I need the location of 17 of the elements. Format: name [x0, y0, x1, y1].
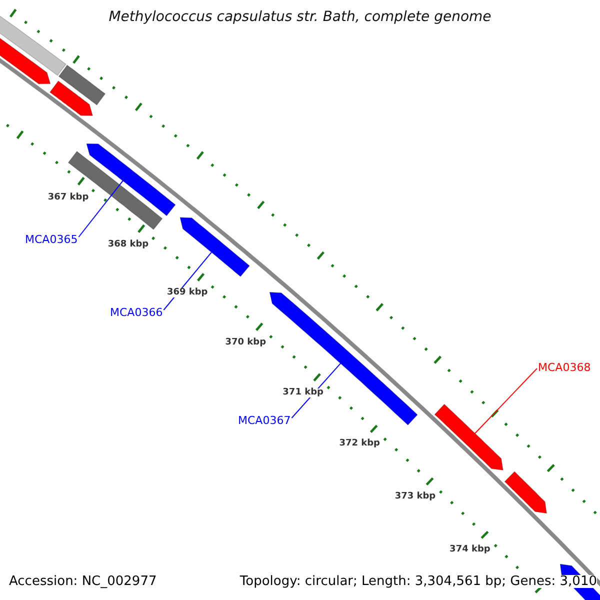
genome-info-text: Topology: circular; Length: 3,304,561 bp; Genes: 3,010: [240, 575, 597, 588]
scale-label: 369 kbp: [166, 288, 208, 298]
scale-label: 368 kbp: [108, 240, 149, 250]
scale-label: 371 kbp: [282, 388, 324, 398]
gene-feature: [434, 404, 504, 470]
scale-label: 374 kbp: [450, 545, 490, 554]
gene-label: MCA0367: [238, 415, 291, 426]
gene-label: MCA0365: [25, 234, 78, 245]
gene-label: MCA0368: [538, 362, 591, 373]
leader-line: [78, 180, 124, 238]
gene-label: MCA0366: [110, 307, 163, 318]
scale-label: 372 kbp: [339, 440, 380, 449]
title: Methylococcus capsulatus str. Bath, complete genome: [108, 10, 492, 24]
leader-line: [474, 368, 538, 434]
accession-text: Accession: NC_002977: [9, 575, 157, 588]
gene-feature: [180, 217, 250, 277]
scale-label: 367 kbp: [48, 193, 89, 202]
